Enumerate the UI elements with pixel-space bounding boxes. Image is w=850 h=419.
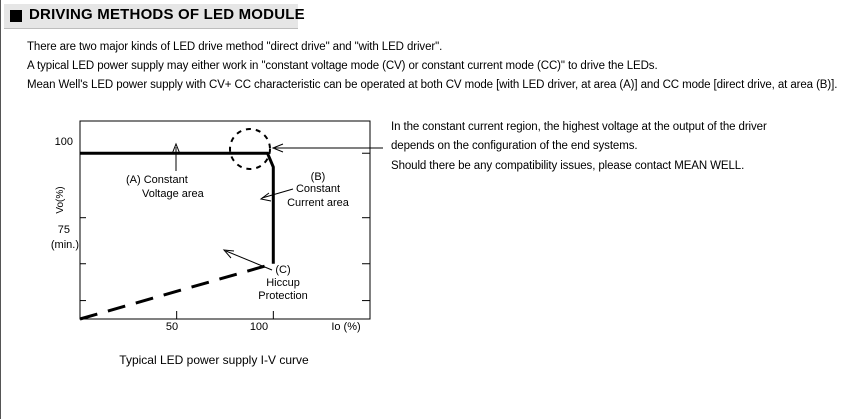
y-tick-label-100: 100 xyxy=(55,136,73,148)
label-c-line-3: Protection xyxy=(258,290,308,302)
plot-frame xyxy=(79,120,371,320)
label-b-line-1: (B) xyxy=(311,171,326,183)
x-axis-label: Io (%) xyxy=(331,321,360,333)
page-left-border xyxy=(0,0,1,419)
section-title: DRIVING METHODS OF LED MODULE xyxy=(29,6,305,23)
intro-line-2: A typical LED power supply may either wo… xyxy=(27,60,658,72)
note-line-1: In the constant current region, the high… xyxy=(391,121,767,133)
label-c-line-2: Hiccup xyxy=(266,277,300,289)
arrow-area-c xyxy=(222,249,273,271)
intro-line-3: Mean Well's LED power supply with CV+ CC… xyxy=(27,79,838,91)
label-c-line-1: (C) xyxy=(275,264,290,276)
header-bullet-icon xyxy=(10,10,22,22)
arrow-area-b xyxy=(259,188,294,202)
x-tick-label-100: 100 xyxy=(250,321,268,333)
y-tick-sublabel-min: (min.) xyxy=(51,239,79,251)
arrow-area-a xyxy=(171,142,181,171)
label-b-line-3: Current area xyxy=(287,197,350,209)
y-tick-label-75: 75 xyxy=(58,224,70,236)
arrow-note-pointer xyxy=(271,143,383,153)
label-b-line-2: Constant xyxy=(296,183,340,195)
note-line-2: depends on the configuration of the end … xyxy=(391,140,638,152)
knee-highlight-circle xyxy=(229,128,271,170)
label-a-line-2: Voltage area xyxy=(142,188,205,200)
cv-cc-curve xyxy=(80,151,275,264)
note-line-3: Should there be any compatibility issues… xyxy=(391,160,745,172)
section-header: DRIVING METHODS OF LED MODULE xyxy=(4,4,305,29)
label-a-line-1: (A) Constant xyxy=(126,174,188,186)
axis-ticks xyxy=(80,152,371,319)
hiccup-dashed-curve xyxy=(79,262,274,321)
x-tick-label-50: 50 xyxy=(166,321,178,333)
chart-caption: Typical LED power supply I-V curve xyxy=(119,353,309,367)
intro-line-1: There are two major kinds of LED drive m… xyxy=(27,41,443,53)
y-axis-label: Vo(%) xyxy=(55,186,66,213)
